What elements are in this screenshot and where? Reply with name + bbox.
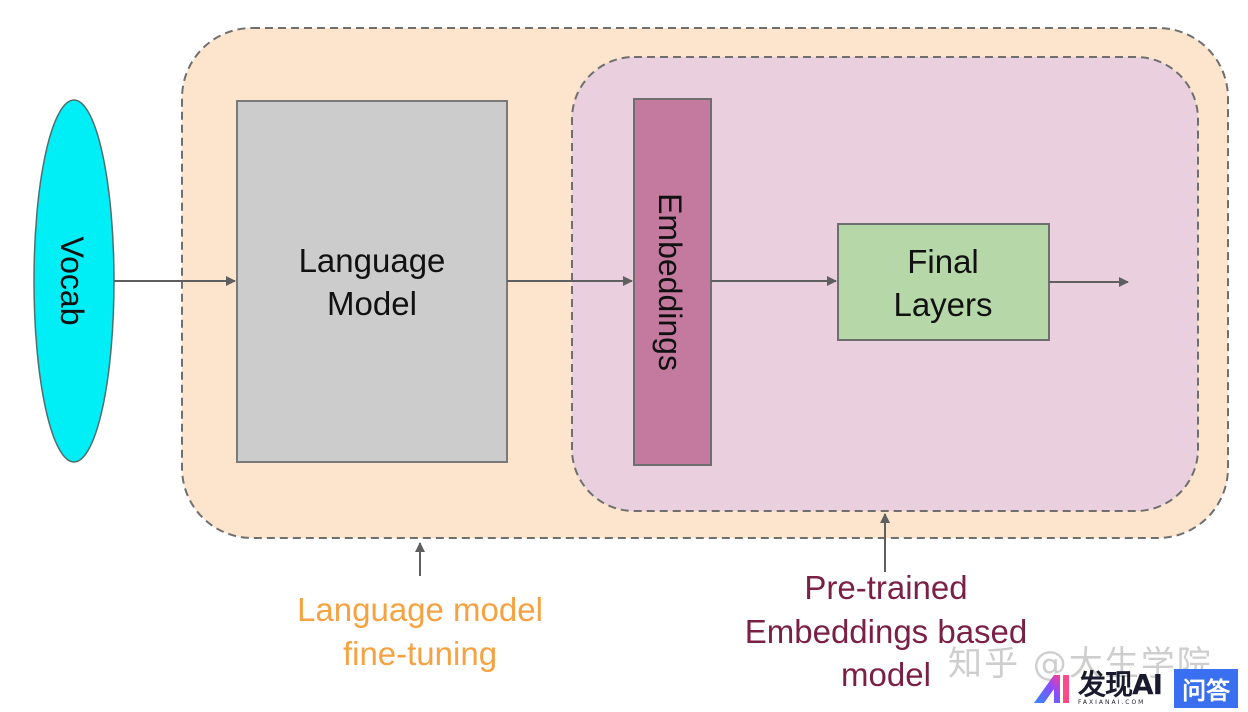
brand-domain: FAXIANAI.COM <box>1078 698 1146 706</box>
embeddings-label: Embeddings <box>652 193 688 371</box>
brand-qa-badge: 问答 <box>1174 668 1239 708</box>
language-model-label-line1: Language <box>299 242 446 279</box>
final-layers-label-line2: Layers <box>893 286 992 323</box>
final-layers-label-line1: Final <box>907 243 979 280</box>
brand-name: 发现AI <box>1078 667 1163 701</box>
lm-finetuning-caption-line1: Language model <box>297 591 543 628</box>
language-model-label-line2: Model <box>327 285 417 322</box>
pretrained-caption-line1: Pre-trained <box>804 569 967 606</box>
brand-badge-group: 发现AI FAXIANAI.COM 问答 <box>1032 667 1239 708</box>
pretrained-caption-line2: Embeddings based <box>745 613 1028 650</box>
language-model-node <box>236 100 508 463</box>
lm-finetuning-caption-line2: fine-tuning <box>343 635 497 672</box>
watermark-text: 知乎 @大生学院 <box>948 644 1213 684</box>
final-layers-node <box>837 223 1050 341</box>
brand-logo-icon <box>1034 675 1069 703</box>
vocab-label: Vocab <box>54 237 90 326</box>
pretrained-caption-line3: model <box>841 656 931 693</box>
